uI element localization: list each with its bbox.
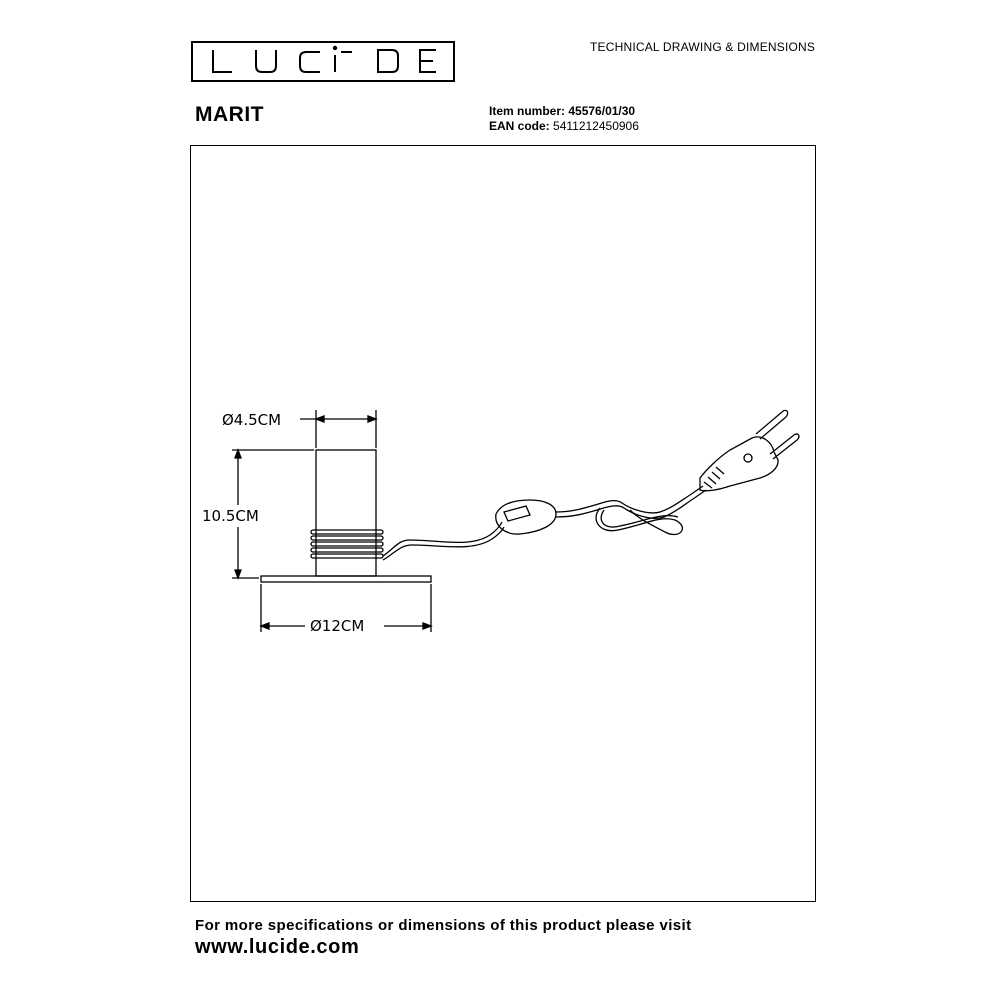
item-number-label: Item number: bbox=[489, 104, 566, 118]
power-plug bbox=[689, 409, 800, 500]
lamp-base bbox=[260, 575, 432, 583]
lamp-body bbox=[315, 449, 377, 577]
product-name: MARIT bbox=[195, 103, 264, 126]
base-diameter-dimension bbox=[259, 584, 433, 632]
top-diameter-dimension bbox=[300, 410, 378, 448]
document-caption: TECHNICAL DRAWING & DIMENSIONS bbox=[590, 40, 816, 54]
brand-logo bbox=[191, 41, 455, 82]
brand-logo-lettering bbox=[212, 45, 436, 73]
inline-switch bbox=[495, 499, 557, 535]
footer-link[interactable]: www.lucide.com bbox=[195, 936, 360, 958]
height-dimension bbox=[232, 448, 314, 580]
ean-code-label: EAN code: bbox=[489, 119, 550, 133]
footer-note: For more specifications or dimensions of… bbox=[195, 917, 692, 934]
item-number-value: 45576/01/30 bbox=[568, 104, 636, 118]
product-meta: Item number: 45576/01/30 EAN code: 54112… bbox=[489, 104, 639, 134]
height-label: 10.5CM bbox=[202, 507, 259, 525]
lamp-ribs bbox=[310, 529, 384, 559]
top-diameter-label: Ø4.5CM bbox=[222, 411, 281, 429]
ean-code-value: 5411212450906 bbox=[553, 119, 639, 133]
ean-code-row: EAN code: 5411212450906 bbox=[489, 119, 639, 134]
item-number-row: Item number: 45576/01/30 bbox=[489, 104, 639, 119]
drawing-frame bbox=[190, 145, 816, 902]
base-diameter-label: Ø12CM bbox=[310, 617, 364, 635]
power-cable bbox=[382, 494, 694, 561]
